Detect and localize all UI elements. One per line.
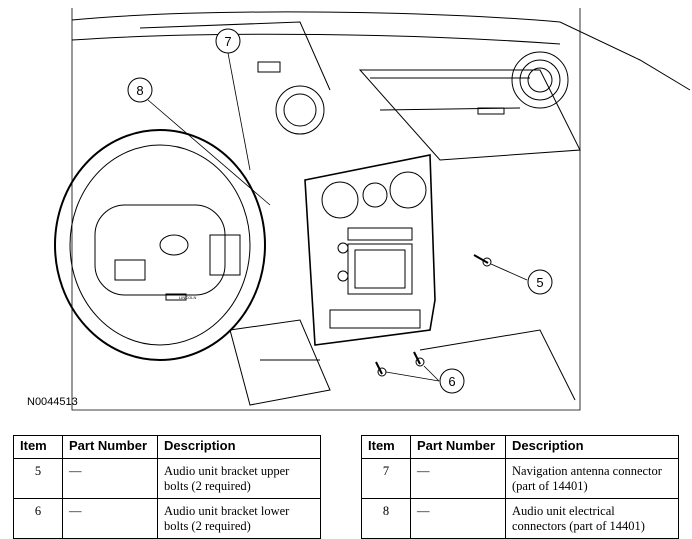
audio-unit-bezel — [304, 154, 436, 346]
callout-6: 6 — [439, 368, 465, 394]
figure-id: N0044513 — [27, 396, 78, 408]
part-cell: — — [62, 498, 158, 539]
navigation-screen — [347, 243, 413, 295]
description-line: Audio unit bracket lower — [164, 504, 290, 518]
description-line: bolts (2 required) — [164, 519, 251, 533]
description-cell: Navigation antenna connector(part of 144… — [505, 458, 679, 499]
header-item: Item — [13, 435, 63, 459]
part-cell: — — [410, 498, 506, 539]
callout-8-label: 8 — [136, 83, 143, 98]
description-line: Audio unit bracket upper — [164, 464, 290, 478]
parts-table-right: Item Part Number Description 7 — Navigat… — [361, 435, 679, 539]
glovebox-badge — [477, 107, 505, 115]
upper-bracket-bolt — [473, 254, 492, 267]
header-description: Description — [157, 435, 321, 459]
item-cell: 5 — [13, 458, 63, 499]
steering-wheel-badge: LINCOLN — [179, 295, 196, 300]
item-cell: 6 — [13, 498, 63, 539]
callout-5: 5 — [527, 269, 553, 295]
description-line: Audio unit electrical — [512, 504, 615, 518]
callout-7-label: 7 — [224, 34, 231, 49]
header-part-number: Part Number — [62, 435, 158, 459]
callout-7: 7 — [215, 28, 241, 54]
header-item: Item — [361, 435, 411, 459]
callout-8: 8 — [127, 77, 153, 103]
item-cell: 7 — [361, 458, 411, 499]
part-cell: — — [62, 458, 158, 499]
header-description: Description — [505, 435, 679, 459]
steering-wheel-hub — [94, 204, 226, 296]
header-part-number: Part Number — [410, 435, 506, 459]
dashboard-exploded-illustration: 7 8 5 6 LINCOLN — [54, 8, 691, 411]
part-cell: — — [410, 458, 506, 499]
steering-wheel — [54, 129, 266, 361]
table-row: 7 — Navigation antenna connector(part of… — [361, 458, 679, 499]
right-air-vent — [511, 51, 569, 109]
parts-table-left: Item Part Number Description 5 — Audio u… — [13, 435, 321, 539]
table-header-row: Item Part Number Description — [361, 435, 679, 459]
item-cell: 8 — [361, 498, 411, 539]
callout-6-label: 6 — [448, 374, 455, 389]
table-header-row: Item Part Number Description — [13, 435, 321, 459]
description-line: Navigation antenna connector — [512, 464, 662, 478]
description-line: connectors (part of 14401) — [512, 519, 645, 533]
description-line: bolts (2 required) — [164, 479, 251, 493]
callout-5-label: 5 — [536, 275, 543, 290]
description-line: (part of 14401) — [512, 479, 588, 493]
lower-bracket-bolt — [375, 351, 425, 377]
